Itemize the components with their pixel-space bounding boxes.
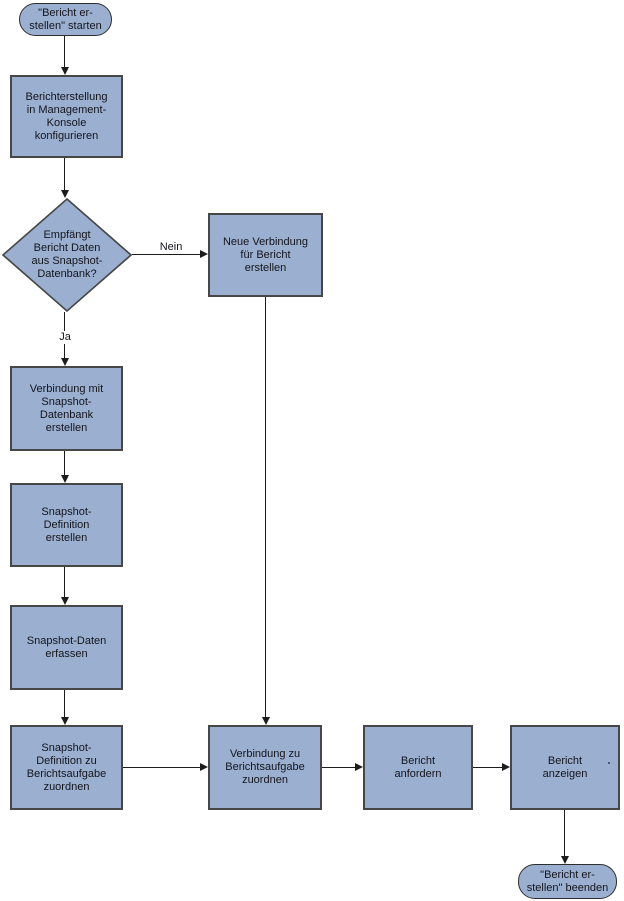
end-terminator: "Bericht er- stellen" beenden bbox=[518, 864, 617, 899]
connector-assigndefinition-assignconnection bbox=[123, 767, 200, 768]
new-connection-box: Neue Verbindung für Bericht erstellen bbox=[208, 213, 323, 297]
connector-configure-decision bbox=[64, 158, 65, 190]
nein-edge-label: Nein bbox=[159, 241, 183, 253]
collect-snapshot-data-label: Snapshot-Daten erfassen bbox=[26, 634, 107, 660]
arrowhead-icon bbox=[502, 763, 510, 771]
assign-connection-label: Verbindung zu Berichtsaufgabe zuordnen bbox=[225, 748, 305, 786]
arrowhead-icon bbox=[61, 597, 69, 605]
arrowhead-icon bbox=[262, 717, 270, 725]
connector-createconnection-createdefinition bbox=[64, 451, 65, 475]
start-terminator-label: "Bericht er- stellen" starten bbox=[29, 6, 102, 32]
decision-diamond: Empfängt Bericht Daten aus Snapshot- Dat… bbox=[2, 198, 132, 312]
collect-snapshot-data-box: Snapshot-Daten erfassen bbox=[10, 605, 123, 690]
show-report-label: Bericht anzeigen bbox=[542, 754, 588, 780]
create-connection-box: Verbindung mit Snapshot- Datenbank erste… bbox=[10, 366, 123, 451]
create-snapshot-definition-label: Snapshot- Definition erstellen bbox=[41, 505, 92, 544]
create-connection-label: Verbindung mit Snapshot- Datenbank erste… bbox=[29, 382, 104, 434]
assign-snapshot-definition-box: Snapshot- Definition zu Berichtsaufgabe … bbox=[10, 725, 123, 810]
request-report-box: Bericht anfordern bbox=[363, 725, 473, 810]
create-snapshot-definition-box: Snapshot- Definition erstellen bbox=[10, 483, 123, 567]
arrowhead-icon bbox=[61, 190, 69, 198]
connector-collectdata-assigndefinition bbox=[64, 690, 65, 717]
arrowhead-icon bbox=[355, 763, 363, 771]
show-report-box: Bericht anzeigen bbox=[510, 725, 620, 810]
stray-dot bbox=[608, 762, 610, 764]
request-report-label: Bericht anfordern bbox=[394, 754, 442, 780]
arrowhead-icon bbox=[61, 67, 69, 75]
connector-assignconnection-requestreport bbox=[322, 767, 355, 768]
connector-start-configure bbox=[64, 36, 65, 67]
connector-requestreport-showreport bbox=[473, 767, 502, 768]
connector-createdefinition-collectdata bbox=[64, 567, 65, 597]
configure-report-label: Berichterstellung in Management- Konsole… bbox=[25, 90, 108, 142]
ja-edge-label: Ja bbox=[54, 331, 76, 344]
arrowhead-icon bbox=[61, 358, 69, 366]
arrowhead-icon bbox=[561, 856, 569, 864]
connector-newconnection-assignconnection bbox=[265, 297, 266, 717]
arrowhead-icon bbox=[61, 475, 69, 483]
arrowhead-icon bbox=[61, 717, 69, 725]
assign-snapshot-definition-label: Snapshot- Definition zu Berichtsaufgabe … bbox=[26, 741, 107, 793]
connector-showreport-end bbox=[564, 810, 565, 856]
connector-decision-newconnection bbox=[132, 254, 200, 255]
arrowhead-icon bbox=[200, 250, 208, 258]
arrowhead-icon bbox=[200, 763, 208, 771]
start-terminator: "Bericht er- stellen" starten bbox=[19, 3, 112, 36]
diamond-shape-icon bbox=[2, 198, 132, 312]
new-connection-label: Neue Verbindung für Bericht erstellen bbox=[222, 235, 308, 274]
assign-connection-box: Verbindung zu Berichtsaufgabe zuordnen bbox=[208, 725, 322, 810]
configure-report-box: Berichterstellung in Management- Konsole… bbox=[10, 75, 123, 158]
decision-label: Empfängt Bericht Daten aus Snapshot- Dat… bbox=[31, 229, 103, 280]
end-terminator-label: "Bericht er- stellen" beenden bbox=[526, 868, 609, 894]
